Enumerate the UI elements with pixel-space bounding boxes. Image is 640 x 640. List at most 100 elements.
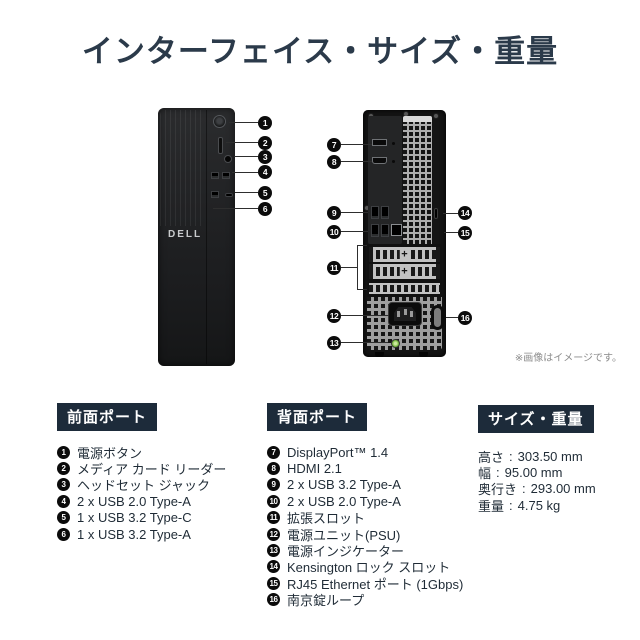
item-label: 電源ユニット(PSU) — [287, 527, 401, 543]
prong — [403, 309, 407, 315]
size-label: 幅 — [478, 466, 492, 482]
thumbscrew-icon: + — [399, 248, 410, 261]
callout-2: 2 — [258, 136, 272, 150]
power-button-icon — [213, 115, 226, 128]
item-label: 2 x USB 3.2 Type-A — [287, 477, 401, 493]
page-title: インターフェイス・サイズ・重量 — [81, 34, 559, 69]
displayport-icon — [372, 139, 387, 146]
item-label: 電源インジケーター — [287, 544, 405, 560]
callout-5: 5 — [258, 186, 272, 200]
list-item: 9 2 x USB 3.2 Type-A — [267, 477, 463, 493]
item-label: 拡張スロット — [287, 511, 366, 527]
item-number: 11 — [267, 511, 280, 525]
size-weight-section: サイズ・重量 高さ:303.50 mm 幅:95.00 mm 奥行き:293.0… — [478, 405, 596, 514]
item-label: 1 x USB 3.2 Type-A — [77, 526, 191, 542]
size-value: 303.50 mm — [517, 448, 583, 464]
leader-line-16 — [446, 317, 458, 318]
callout-1: 1 — [258, 116, 272, 130]
item-label: ヘッドセット ジャック — [77, 478, 210, 494]
item-number: 4 — [57, 494, 70, 508]
item-number: 2 — [57, 462, 70, 476]
usb-typec-port-icon — [225, 193, 233, 197]
size-weight-list: 高さ:303.50 mm 幅:95.00 mm 奥行き:293.00 mm 重量… — [478, 448, 596, 514]
item-number: 10 — [267, 494, 280, 508]
foot — [419, 352, 428, 357]
callout-3: 3 — [258, 150, 272, 164]
leader-line-8 — [341, 161, 372, 162]
kensington-lock-slot-icon — [434, 208, 438, 219]
item-number: 1 — [57, 445, 70, 459]
expansion-slot-cover: + — [369, 247, 440, 262]
c14-connector-icon — [394, 307, 416, 321]
item-number: 13 — [267, 544, 280, 558]
media-card-reader-icon — [218, 137, 223, 154]
rear-ports-header: 背面ポート — [267, 403, 368, 431]
usb2-port-icon — [381, 224, 389, 237]
bracket-11-top — [357, 245, 367, 246]
list-item: 12 電源ユニット(PSU) — [267, 526, 463, 543]
list-item: 2 メディア カード リーダー — [57, 460, 227, 478]
item-label: 南京錠ループ — [287, 593, 365, 609]
item-label: RJ45 Ethernet ポート (1Gbps) — [287, 576, 464, 592]
prong — [410, 311, 413, 317]
usb3-port-icon — [371, 206, 379, 219]
item-number: 6 — [57, 527, 70, 541]
callout-9: 9 — [327, 206, 341, 220]
usb2-port-icon — [371, 224, 379, 237]
usb2-port-icon — [211, 172, 219, 179]
size-row: 高さ:303.50 mm — [478, 448, 596, 465]
tower-back-view: + + — [363, 110, 446, 357]
size-value: 95.00 mm — [504, 465, 563, 481]
leader-line-13 — [341, 342, 388, 343]
list-item: 6 1 x USB 3.2 Type-A — [57, 526, 226, 542]
leader-line-7 — [341, 144, 372, 145]
item-number: 3 — [57, 478, 70, 492]
separator: : — [496, 465, 500, 481]
item-number: 15 — [267, 576, 280, 590]
callout-4: 4 — [258, 165, 272, 179]
item-number: 12 — [267, 527, 280, 541]
size-label: 高さ — [478, 449, 505, 465]
expansion-slots: + + — [367, 244, 442, 297]
item-number: 9 — [267, 478, 280, 492]
screw-hole-icon — [392, 160, 395, 163]
screw-hole-icon — [392, 142, 395, 145]
leader-line-14 — [443, 213, 458, 214]
size-row: 幅:95.00 mm — [478, 464, 596, 482]
item-label: メディア カード リーダー — [77, 462, 227, 478]
list-item: 11 拡張スロット — [267, 510, 463, 526]
foot — [375, 352, 384, 357]
expansion-slot-cover: + — [369, 264, 440, 279]
item-number: 5 — [57, 511, 70, 525]
size-row: 重量:4.75 kg — [478, 497, 596, 514]
leader-line-10 — [341, 231, 368, 232]
usb3-port-icon — [381, 206, 389, 219]
separator: : — [509, 497, 513, 513]
list-item: 15 RJ45 Ethernet ポート (1Gbps) — [267, 575, 464, 592]
separator: : — [509, 448, 513, 464]
size-weight-header: サイズ・重量 — [478, 405, 594, 433]
tower-front-grille — [160, 110, 205, 226]
padlock-loop-icon — [431, 305, 444, 330]
item-label: DisplayPort™ 1.4 — [287, 444, 389, 460]
expansion-vent-row — [369, 283, 440, 294]
callout-8: 8 — [327, 155, 341, 169]
leader-line-11 — [341, 267, 357, 268]
callout-6: 6 — [258, 202, 272, 216]
headset-jack-icon — [224, 155, 232, 163]
leader-line-15 — [444, 232, 458, 233]
size-value: 293.00 mm — [530, 481, 596, 497]
leader-line-4 — [232, 172, 258, 173]
vent-cap — [403, 116, 432, 122]
rj45-ethernet-port-icon — [391, 224, 402, 236]
size-label: 重量 — [478, 498, 505, 514]
